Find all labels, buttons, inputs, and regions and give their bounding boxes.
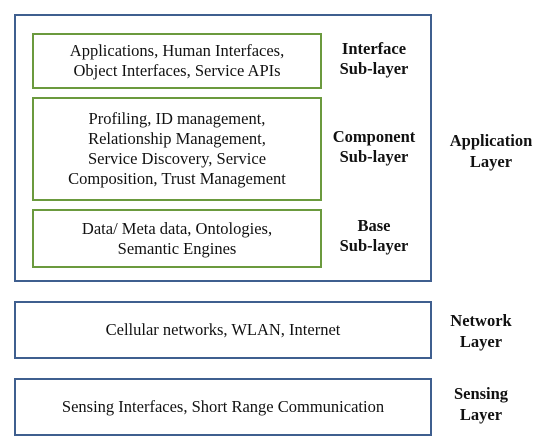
component-box-line-1: Profiling, ID management, xyxy=(88,109,266,128)
application-layer-label: Application Layer xyxy=(436,130,546,172)
base-label-line-2: Sub-layer xyxy=(339,236,409,255)
application-label-line-1: Application xyxy=(449,131,533,150)
sensing-label-line-2: Layer xyxy=(459,405,503,424)
application-label-line-2: Layer xyxy=(469,152,513,171)
base-sublayer-box: Data/ Meta data, Ontologies, Semantic En… xyxy=(32,209,322,268)
network-layer-label: Network Layer xyxy=(436,310,526,352)
sensing-layer-text: Sensing Interfaces, Short Range Communic… xyxy=(61,397,385,416)
component-label-line-1: Component xyxy=(332,127,416,146)
component-sublayer-label: Component Sub-layer xyxy=(326,127,422,167)
base-box-line-1: Data/ Meta data, Ontologies, xyxy=(81,218,273,238)
interface-sublayer-label: Interface Sub-layer xyxy=(326,39,422,79)
interface-label-line-1: Interface xyxy=(341,39,407,58)
network-label-line-1: Network xyxy=(450,311,512,330)
component-sublayer-box: Profiling, ID management, Relationship M… xyxy=(32,97,322,201)
base-box-line-2: Semantic Engines xyxy=(117,238,237,258)
component-box-line-4: Composition, Trust Management xyxy=(68,169,286,188)
component-box-line-2: Relationship Management, xyxy=(88,129,266,148)
network-layer-box: Cellular networks, WLAN, Internet xyxy=(14,301,432,359)
interface-box-line-1: Applications, Human Interfaces, xyxy=(69,41,285,60)
sensing-layer-box: Sensing Interfaces, Short Range Communic… xyxy=(14,378,432,436)
network-layer-text: Cellular networks, WLAN, Internet xyxy=(105,320,341,339)
component-box-line-3: Service Discovery, Service xyxy=(87,149,267,168)
sensing-layer-label: Sensing Layer xyxy=(436,383,526,425)
base-label-line-1: Base xyxy=(357,216,391,235)
interface-sublayer-box: Applications, Human Interfaces, Object I… xyxy=(32,33,322,89)
application-layer-frame: Applications, Human Interfaces, Object I… xyxy=(14,14,432,282)
network-label-line-2: Layer xyxy=(459,332,503,351)
interface-label-line-2: Sub-layer xyxy=(339,59,409,78)
base-sublayer-label: Base Sub-layer xyxy=(326,216,422,256)
component-label-line-2: Sub-layer xyxy=(339,147,409,166)
interface-box-line-2: Object Interfaces, Service APIs xyxy=(73,61,281,80)
sensing-label-line-1: Sensing xyxy=(453,384,509,403)
